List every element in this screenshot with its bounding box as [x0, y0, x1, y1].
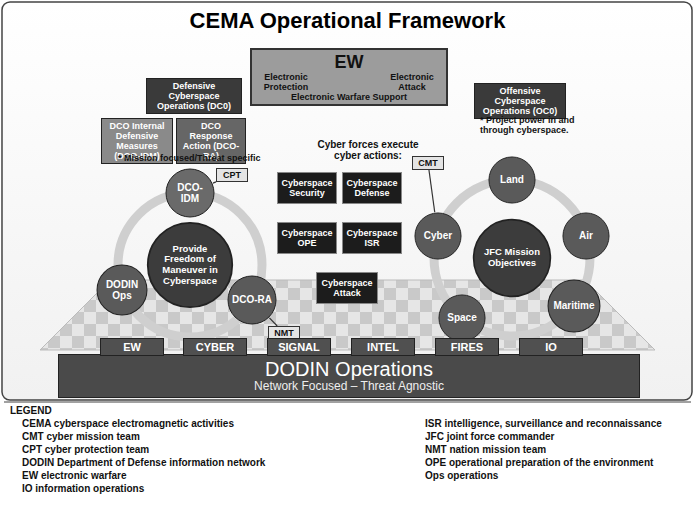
legend-heading: LEGEND: [10, 405, 52, 416]
legend-text: NMT nation mission team: [425, 444, 546, 455]
node-text: Land: [500, 174, 524, 185]
node-text: Electronic Attack: [379, 72, 445, 92]
legend-item: ISR intelligence, surveillance and recon…: [425, 418, 662, 429]
dco-circle: DCO-IDM: [165, 168, 215, 218]
dco-circle: DODIN Ops: [96, 264, 148, 316]
node-text: Cyberspace OPE: [281, 228, 333, 248]
node-text: Maritime: [553, 300, 594, 311]
node-text: CPT: [223, 170, 241, 180]
connector: [213, 182, 216, 183]
legend-text: Ops operations: [425, 470, 498, 481]
node-text: Network Focused – Threat Agnostic: [254, 380, 444, 393]
connector: [429, 170, 435, 212]
legend-item: Ops operations: [425, 470, 498, 481]
note-label: Cyber forces execute cyber actions:: [316, 139, 420, 161]
node-text: Cyber: [424, 230, 452, 241]
legend-item: CMT cyber mission team: [22, 431, 140, 442]
node-text: NMT: [274, 328, 294, 338]
action-box: Cyberspace OPE: [277, 222, 337, 254]
node-text: Offensive Cyberspace Operations (OC0): [478, 86, 562, 116]
legend-rule: [4, 402, 691, 403]
node-text: Defensive Cyberspace Operations (DC0): [150, 81, 238, 111]
node-text: IO: [545, 341, 557, 353]
note-label: * Project power in and through cyberspac…: [480, 115, 580, 135]
discipline-tab: FIRES: [435, 338, 499, 356]
node-text: Cyberspace Attack: [320, 278, 374, 298]
frame: [2, 2, 692, 400]
dco-circle: DCO-RA: [227, 275, 277, 325]
action-box: Cyberspace Security: [277, 172, 337, 204]
node-text: INTEL: [367, 341, 399, 353]
node-text: Space: [447, 312, 476, 323]
legend-text: CPT cyber protection team: [22, 444, 149, 455]
node-text: Provide Freedom of Maneuver in Cyberspac…: [156, 244, 224, 287]
legend-text: DODIN Department of Defense information …: [22, 457, 265, 468]
node-text: Air: [579, 230, 593, 241]
node-text: FIRES: [451, 341, 483, 353]
node-text: EW: [253, 52, 445, 72]
node-text: EW: [123, 341, 141, 353]
node-text: DCO-IDM: [169, 182, 211, 204]
discipline-tab: SIGNAL: [267, 338, 331, 356]
legend-text: EW electronic warfare: [22, 470, 126, 481]
discipline-tab: EW: [100, 338, 164, 356]
discipline-tab: INTEL: [351, 338, 415, 356]
dodin-band: DODIN OperationsNetwork Focused – Threat…: [58, 354, 640, 398]
domain-circle: Land: [488, 156, 536, 204]
domain-circle: Cyber: [414, 212, 462, 260]
action-box: Cyberspace ISR: [342, 222, 402, 254]
legend-item: OPE operational preparation of the envir…: [425, 457, 653, 468]
legend-item: IO information operations: [22, 483, 144, 494]
node-text: CMT: [418, 158, 438, 168]
oco-box: Offensive Cyberspace Operations (OC0): [474, 83, 566, 119]
node-text: Cyberspace ISR: [346, 228, 398, 248]
ew-box: EWElectronic Protection Electronic Attack…: [250, 48, 448, 106]
legend-text: IO information operations: [22, 483, 144, 494]
legend-text: CMT cyber mission team: [22, 431, 140, 442]
legend-item: CEMA cyberspace electromagnetic activiti…: [22, 418, 234, 429]
legend-text: JFC joint force commander: [425, 431, 554, 442]
action-box: Cyberspace Defense: [342, 172, 402, 204]
action-box: Cyberspace Attack: [316, 272, 378, 304]
node-text: DODIN Ops: [100, 279, 144, 301]
legend-item: DODIN Department of Defense information …: [22, 457, 265, 468]
center-circle: Provide Freedom of Maneuver in Cyberspac…: [146, 221, 234, 309]
legend-item: NMT nation mission team: [425, 444, 546, 455]
domain-circle: Air: [562, 212, 610, 260]
node-text: SIGNAL: [278, 341, 320, 353]
discipline-tab: CYBER: [183, 338, 247, 356]
domain-circle: Space: [438, 294, 486, 342]
legend-item: CPT cyber protection team: [22, 444, 149, 455]
node-text: DCO-RA: [232, 294, 272, 305]
node-text: JFC Mission Objectives: [482, 247, 542, 268]
node-text: CYBER: [196, 341, 235, 353]
node-text: Cyberspace Defense: [346, 178, 398, 198]
legend-text: CEMA cyberspace electromagnetic activiti…: [22, 418, 234, 429]
team-tag: CMT: [412, 156, 444, 170]
team-tag: CPT: [216, 168, 248, 182]
discipline-tab: IO: [519, 338, 583, 356]
dco-box: Defensive Cyberspace Operations (DC0): [146, 78, 242, 114]
legend-item: JFC joint force commander: [425, 431, 554, 442]
center-circle: JFC Mission Objectives: [472, 218, 552, 298]
title: CEMA Operational Framework: [0, 8, 695, 34]
node-text: Cyberspace Security: [281, 178, 333, 198]
domain-circle: Maritime: [547, 279, 601, 333]
note-label: * Mission focused/Threat specific: [118, 153, 278, 163]
legend-item: EW electronic warfare: [22, 470, 126, 481]
legend-text: OPE operational preparation of the envir…: [425, 457, 653, 468]
node-text: DODIN Operations: [265, 358, 433, 380]
connector: [269, 318, 277, 326]
node-text: Electronic Warfare Support: [253, 92, 445, 102]
node-text: Electronic Protection: [253, 72, 319, 92]
legend-text: ISR intelligence, surveillance and recon…: [425, 418, 662, 429]
